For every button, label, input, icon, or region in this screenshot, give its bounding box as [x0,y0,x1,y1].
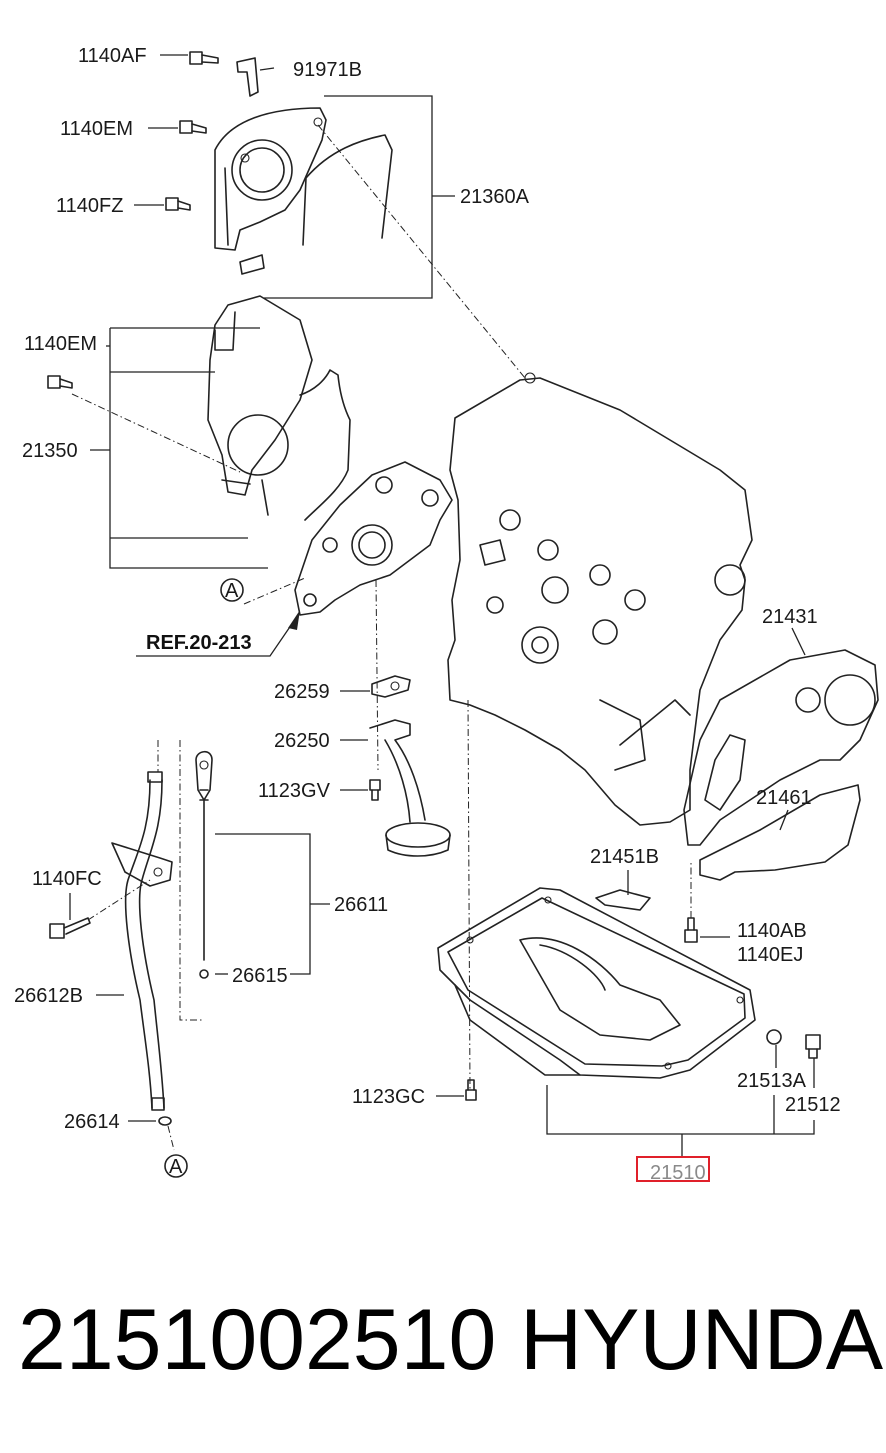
ref-label[interactable]: REF.20-213 [146,632,252,654]
o-ring-26614 [158,1116,172,1126]
label-1140ej[interactable]: 1140EJ [737,944,803,966]
label-26611[interactable]: 26611 [334,894,388,916]
engine-block [447,372,753,826]
callout-a-upper: A [220,578,244,602]
cover-21461 [699,784,861,881]
gasket-21360a [302,134,393,246]
part-number: 2151002510 [18,1292,497,1388]
bolt-1140af [189,51,219,65]
brand-name: HYUNDAI [520,1292,886,1388]
front-case [294,461,453,616]
label-21451b[interactable]: 21451B [590,846,659,868]
o-ring-26615 [199,969,209,979]
guide-tube-26612b [111,771,173,1111]
bolt-1140em-mid [47,375,73,389]
label-26615[interactable]: 26615 [232,965,288,987]
rear-plate-21431 [683,649,879,846]
label-1140em-top[interactable]: 1140EM [60,118,133,140]
bracket-91971b [236,57,259,97]
callout-a-upper-label: A [225,580,239,602]
washer-21513a [766,1029,782,1045]
strainer-26250 [369,719,451,857]
footer-caption: 2151002510 HYUNDAI [0,1290,886,1400]
bolt-1123gc [465,1079,477,1101]
label-21512[interactable]: 21512 [785,1094,841,1116]
label-1140ab[interactable]: 1140AB [737,920,807,942]
bolt-1140em-top [179,120,207,134]
drain-plug-21512 [805,1034,821,1059]
callout-a-lower-label: A [169,1156,183,1178]
callout-a-lower: A [164,1154,188,1178]
label-21461[interactable]: 21461 [756,787,812,809]
label-21360a[interactable]: 21360A [460,186,530,208]
label-26612b[interactable]: 26612B [14,985,83,1007]
label-26250[interactable]: 26250 [274,730,330,752]
label-1140af[interactable]: 1140AF [78,45,147,67]
label-1123gv[interactable]: 1123GV [258,780,331,802]
label-21513a[interactable]: 21513A [737,1070,807,1092]
dipstick-26611 [195,750,213,961]
highlight-box-21510 [636,1156,710,1182]
label-26614[interactable]: 26614 [64,1111,120,1133]
label-1123gc[interactable]: 1123GC [352,1086,425,1108]
bolt-1140fc [49,917,91,939]
oil-pan-21510 [437,887,756,1079]
label-1140fz[interactable]: 1140FZ [56,195,123,217]
label-26259[interactable]: 26259 [274,681,330,703]
gasket-lower [299,369,351,521]
bolt-1140fz [165,197,191,211]
timing-cover-upper [214,107,327,251]
label-21510[interactable]: 21510 [650,1162,706,1184]
bolt-1140ab [684,917,698,943]
label-21350[interactable]: 21350 [22,440,78,462]
label-1140em-mid[interactable]: 1140EM [24,333,97,355]
label-1140fc[interactable]: 1140FC [32,868,102,890]
bolt-1123gv [369,779,381,801]
label-91971b[interactable]: 91971B [293,59,362,81]
label-21431[interactable]: 21431 [762,606,818,628]
timing-cover-lower [207,295,313,516]
gasket-26259 [371,675,411,698]
baffle-21451b [595,889,651,911]
